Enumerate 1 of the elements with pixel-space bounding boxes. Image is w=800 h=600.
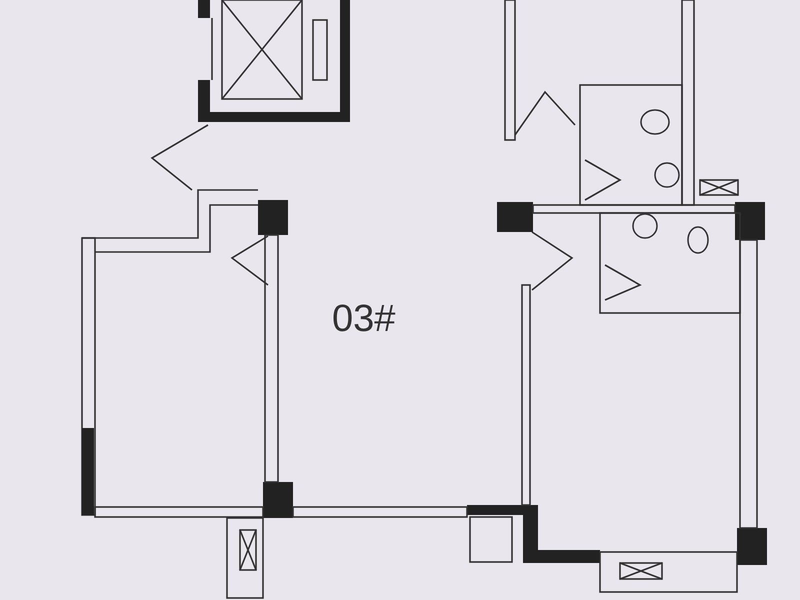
unit-number: 03#	[332, 300, 396, 338]
